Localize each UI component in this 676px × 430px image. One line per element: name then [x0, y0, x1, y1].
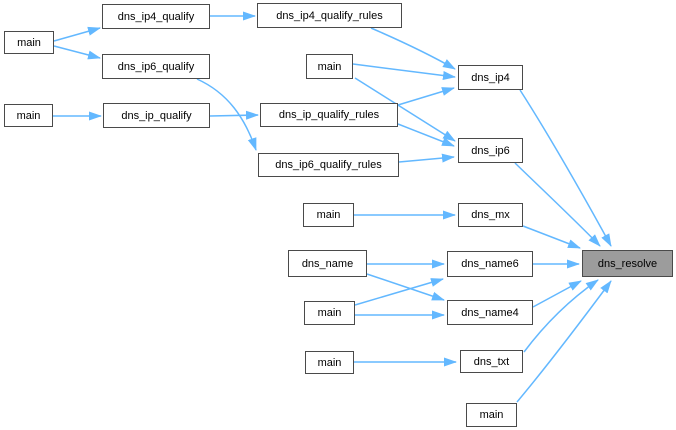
edge-dns_ip_qualify-rules	[209, 110, 259, 120]
edge-main3-dns_ip4	[352, 63, 456, 80]
node-main-2[interactable]: main	[4, 104, 53, 127]
node-main-5[interactable]: main	[304, 301, 355, 325]
node-dns_name[interactable]: dns_name	[288, 250, 367, 277]
edge-main1-dns_ip6_qualify	[53, 45, 101, 60]
edge-dns_mx-dns_resolve	[522, 225, 581, 249]
edge-dns_ip6_qualify-rules	[196, 78, 257, 151]
node-main-6[interactable]: main	[305, 351, 354, 374]
edge-dns_name-dns_name4	[366, 273, 445, 301]
node-dns_ip_qualify[interactable]: dns_ip_qualify	[103, 103, 210, 128]
edge-dns_ip4-dns_resolve	[519, 89, 612, 247]
edge-main1-dns_ip4_qualify	[53, 26, 101, 42]
edge-dns_ip6_qualify_rules-dns_ip6	[398, 153, 455, 163]
node-dns_ip6[interactable]: dns_ip6	[458, 138, 523, 163]
edge-dns_name4-dns_resolve	[532, 280, 582, 308]
edge-dns_txt-dns_resolve	[523, 279, 599, 353]
node-dns_mx[interactable]: dns_mx	[458, 203, 523, 227]
node-dns_txt[interactable]: dns_txt	[460, 350, 523, 373]
node-dns_name6[interactable]: dns_name6	[447, 251, 533, 277]
node-main-1[interactable]: main	[4, 31, 54, 54]
node-dns_ip6_qualify[interactable]: dns_ip6_qualify	[102, 54, 210, 79]
node-dns_ip_qualify_rules[interactable]: dns_ip_qualify_rules	[260, 103, 398, 127]
edge-dns_ip4_qualify_rules-dns_ip4	[370, 27, 456, 70]
node-dns_ip6_qualify_rules[interactable]: dns_ip6_qualify_rules	[258, 153, 399, 177]
node-dns_ip4_qualify[interactable]: dns_ip4_qualify	[102, 4, 210, 29]
node-main-3[interactable]: main	[306, 54, 353, 79]
node-dns_ip4[interactable]: dns_ip4	[458, 65, 523, 90]
edge-dns_ip_qualify_rules-dns_ip4	[397, 87, 455, 106]
node-dns_ip4_qualify_rules[interactable]: dns_ip4_qualify_rules	[257, 3, 402, 28]
edge-main3-dns_ip6	[354, 77, 456, 142]
node-dns_resolve: dns_resolve	[582, 250, 673, 277]
edge-main7-dns_resolve	[516, 280, 612, 403]
node-main-4[interactable]: main	[303, 203, 354, 227]
node-dns_name4[interactable]: dns_name4	[447, 300, 533, 325]
edge-dns_ip6-dns_resolve	[514, 162, 601, 247]
edge-dns_ip_qualify_rules-dns_ip6	[397, 123, 455, 147]
edge-main5-dns_name6	[354, 278, 444, 306]
node-main-7[interactable]: main	[466, 403, 517, 427]
